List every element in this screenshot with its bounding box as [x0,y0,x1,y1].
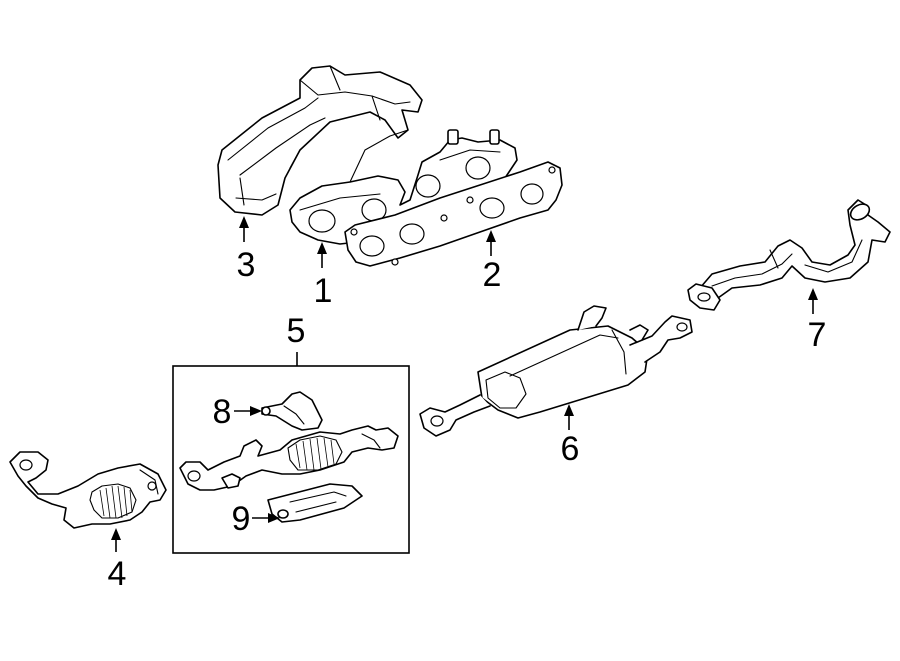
leader-arrow-8 [234,406,262,416]
lower-shield-part-9 [267,483,363,523]
converter-shield-part-8 [261,391,323,431]
leader-arrow-4 [111,528,121,552]
leader-arrow-6 [564,404,574,430]
leader-arrow-1 [317,242,327,268]
muffler-part-6 [419,305,693,437]
callout-9: 9 [232,500,251,538]
callout-7: 7 [808,316,827,354]
leader-arrow-9 [252,513,280,523]
callout-1: 1 [314,272,333,310]
leader-arrow-3 [239,216,249,242]
callout-5: 5 [287,312,306,350]
heat-shield-part-3 [217,65,423,216]
leader-arrow-2 [486,230,496,256]
front-pipe-part-4 [9,451,167,529]
callout-6: 6 [561,430,580,468]
callout-3: 3 [237,246,256,284]
assembly-box-part-5 [172,365,410,554]
callout-8: 8 [213,393,232,431]
leader-arrow-7 [808,288,818,314]
callout-2: 2 [483,256,502,294]
manifold-gasket-part-2 [344,161,563,267]
exhaust-manifold-part-1 [289,129,518,245]
callout-4: 4 [108,555,127,593]
converter-pipe-inside-box [179,425,399,491]
tail-pipe-part-7 [687,199,891,311]
